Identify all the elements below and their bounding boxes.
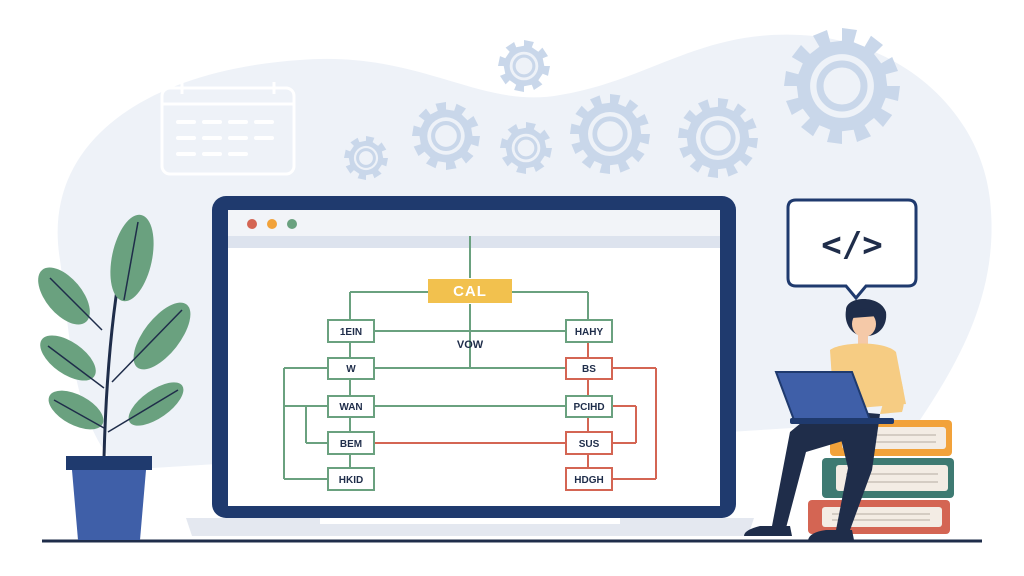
flower-pot bbox=[66, 456, 152, 540]
right-node-2[interactable]: PCIHD bbox=[565, 395, 613, 418]
gear-icon bbox=[498, 40, 550, 92]
window-maximize-dot[interactable] bbox=[287, 219, 297, 229]
plant-icon bbox=[38, 214, 191, 459]
gear-icon bbox=[784, 28, 900, 144]
right-node-label: BS bbox=[582, 364, 596, 375]
gear-icon bbox=[570, 94, 650, 174]
left-node-0[interactable]: 1EIN bbox=[327, 319, 375, 343]
gears-group bbox=[344, 28, 900, 180]
right-node-0[interactable]: HAHY bbox=[565, 319, 613, 343]
person-icon bbox=[744, 299, 906, 540]
gear-icon bbox=[412, 102, 480, 170]
right-node-label: HDGH bbox=[574, 475, 603, 486]
center-label: VOW bbox=[457, 339, 484, 351]
left-node-label: HKID bbox=[339, 475, 363, 486]
left-node-4[interactable]: HKID bbox=[327, 467, 375, 491]
diagram-connectors bbox=[283, 236, 657, 480]
speech-bubble: </> bbox=[786, 198, 918, 301]
left-node-label: BEM bbox=[340, 439, 362, 450]
right-node-4[interactable]: HDGH bbox=[565, 467, 613, 491]
window-close-dot[interactable] bbox=[247, 219, 257, 229]
left-node-3[interactable]: BEM bbox=[327, 431, 375, 455]
left-node-label: W bbox=[346, 364, 356, 375]
gear-icon bbox=[500, 122, 552, 174]
code-icon: </> bbox=[821, 225, 882, 265]
left-node-label: WAN bbox=[339, 402, 362, 413]
right-node-label: HAHY bbox=[575, 327, 604, 338]
gear-icon bbox=[678, 98, 758, 178]
diagram-root-node[interactable]: CAL bbox=[428, 279, 512, 303]
right-node-1[interactable]: BS bbox=[565, 357, 613, 380]
right-node-3[interactable]: SUS bbox=[565, 431, 613, 455]
window-minimize-dot[interactable] bbox=[267, 219, 277, 229]
left-node-label: 1EIN bbox=[340, 327, 362, 338]
right-node-label: PCIHD bbox=[573, 402, 604, 413]
root-node-label: CAL bbox=[453, 283, 487, 300]
gear-icon bbox=[344, 136, 388, 180]
right-node-label: SUS bbox=[579, 439, 600, 450]
laptop-icon[interactable] bbox=[774, 371, 894, 424]
left-node-1[interactable]: W bbox=[327, 357, 375, 380]
calendar-icon bbox=[160, 82, 296, 176]
left-node-2[interactable]: WAN bbox=[327, 395, 375, 418]
